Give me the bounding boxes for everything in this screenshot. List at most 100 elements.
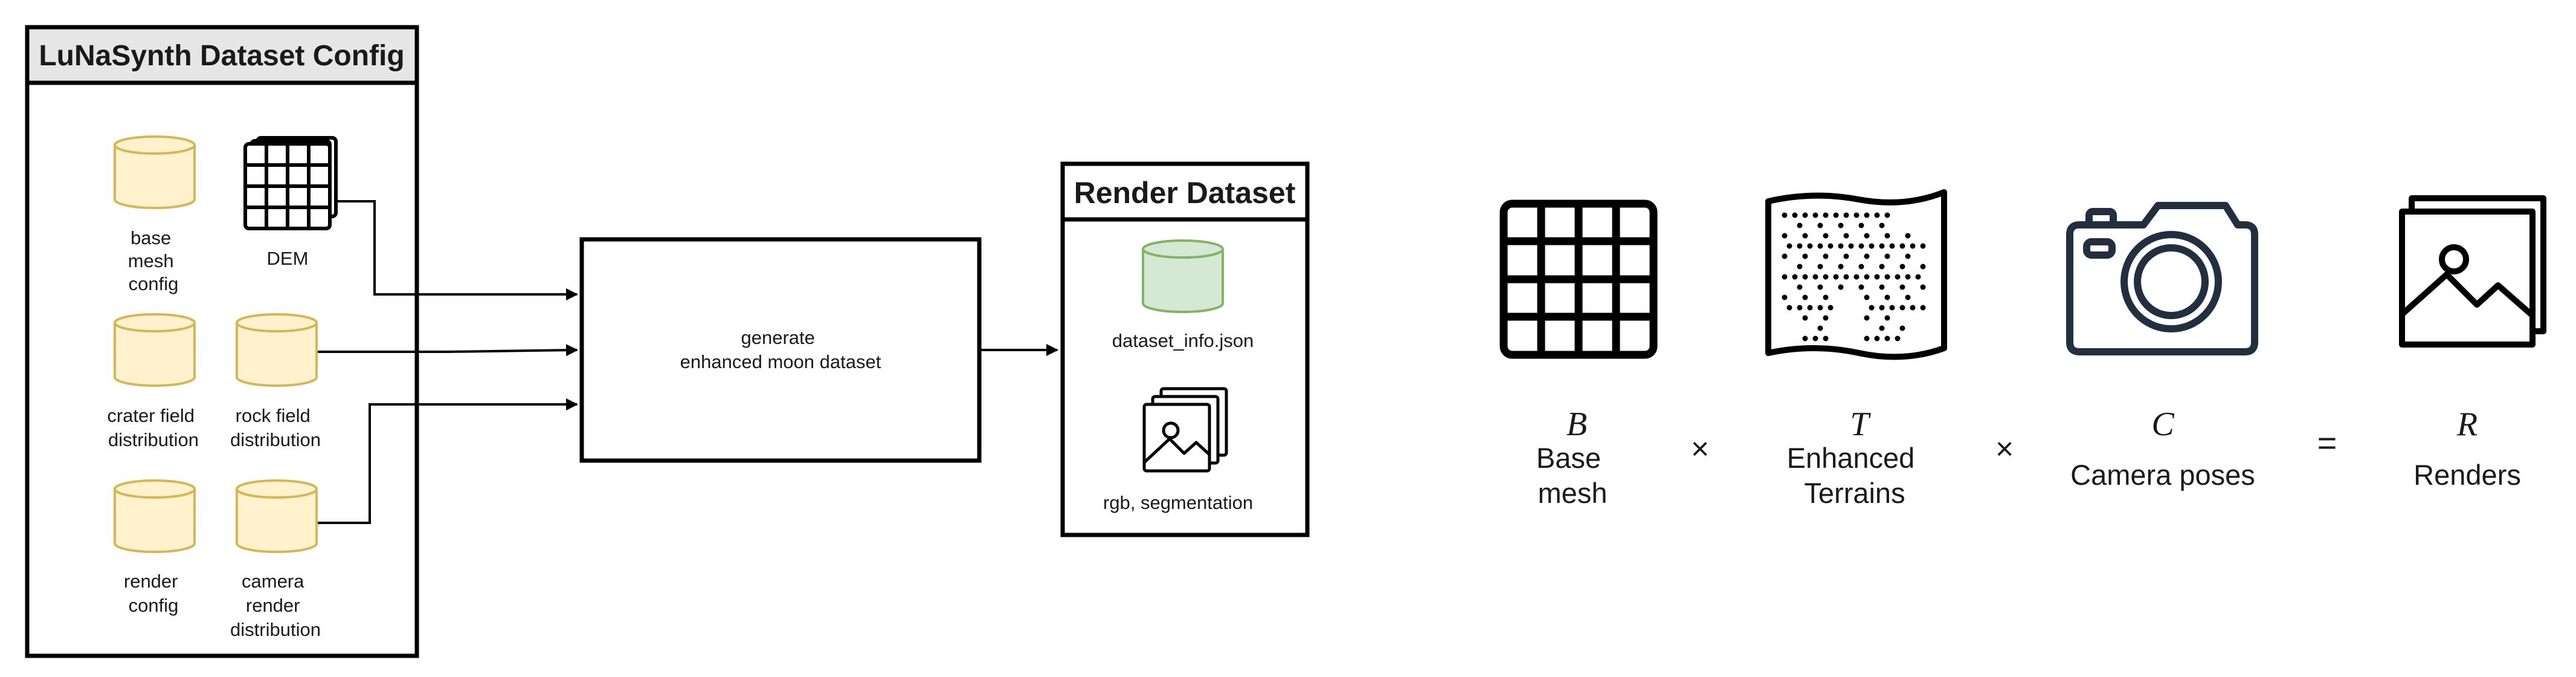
terrain-dot (1864, 212, 1870, 218)
terrain-dot (1915, 274, 1921, 280)
terrain-dot (1864, 335, 1870, 342)
terrain-dot (1797, 305, 1803, 311)
terrain-dot (1864, 315, 1870, 321)
terrain-dot (1884, 335, 1890, 342)
terrain-dot (1879, 325, 1885, 331)
terrain-dot (1802, 253, 1808, 259)
terrain-dot (1884, 233, 1890, 239)
terrain-dot (1786, 305, 1792, 311)
terrain-dot (1905, 253, 1911, 259)
terrain-dot (1817, 325, 1823, 331)
terrain-dot (1782, 253, 1788, 259)
terrain-dot (1864, 294, 1870, 300)
terrain-dot (1838, 284, 1844, 290)
base-mesh-label: Base mesh (1536, 442, 1609, 509)
terrain-dot (1879, 284, 1885, 290)
rock-field-database-icon (236, 313, 318, 387)
times-operator-1: × (1691, 432, 1709, 467)
terrain-dot (1879, 222, 1885, 228)
renders-label: Renders (2413, 459, 2521, 491)
terrain-dot (1869, 305, 1875, 311)
render-config-label: render config (124, 571, 183, 616)
times-operator-2: × (1995, 432, 2014, 467)
connectors (318, 200, 1058, 524)
crater-field-label: crater field distribution (107, 405, 199, 450)
terrain-dot (1802, 212, 1808, 218)
terrain-dot (1838, 222, 1844, 228)
terrain-dot (1843, 253, 1849, 259)
terrain-dot (1895, 335, 1901, 342)
symbol-r: R (2456, 406, 2478, 443)
rock-field-label: rock field distribution (230, 405, 321, 450)
terrain-dot (1920, 305, 1926, 311)
terrain-dot (1792, 212, 1798, 218)
terrain-dot (1920, 243, 1926, 249)
terrain-dot (1843, 212, 1849, 218)
terrain-dot (1879, 264, 1885, 270)
terrain-dot (1884, 294, 1890, 300)
terrain-dot (1920, 284, 1926, 290)
terrain-dot (1802, 315, 1808, 321)
generate-process-label: generate enhanced moon dataset (680, 327, 881, 372)
terrain-dot (1782, 294, 1788, 300)
render-dataset-panel: Render Dataset (1060, 161, 1310, 537)
grid-icon (1499, 199, 1658, 359)
terrain-dot (1879, 243, 1885, 249)
terrain-dot (1838, 243, 1844, 249)
terrain-dot (1905, 294, 1911, 300)
terrain-dot (1858, 222, 1864, 228)
dataset-info-database-icon (1142, 239, 1224, 313)
terrain-dot (1838, 264, 1844, 270)
generate-process-box: generate enhanced moon dataset (579, 237, 982, 463)
terrain-dot (1817, 305, 1823, 311)
terrain-dot (1864, 233, 1870, 239)
terrain-dot (1817, 222, 1823, 228)
terrain-dot (1889, 243, 1895, 249)
terrain-dot (1874, 212, 1880, 218)
render-config-database-icon (114, 479, 196, 553)
terrain-dot (1899, 325, 1905, 331)
terrain-dot (1802, 294, 1808, 300)
terrain-dot (1797, 264, 1803, 270)
terrain-dot (1899, 264, 1905, 270)
image-stack-small-icon (1142, 387, 1228, 473)
terrain-dot (1874, 335, 1880, 342)
terrain-dot (1823, 233, 1829, 239)
terrain-dot (1802, 233, 1808, 239)
camera-render-database-icon (236, 479, 318, 553)
terrain-dot (1812, 212, 1818, 218)
terrain-dot (1823, 294, 1829, 300)
config-panel-title: LuNaSynth Dataset Config (39, 40, 404, 72)
terrain-dot (1879, 305, 1885, 311)
terrain-dot (1853, 212, 1860, 218)
terrain-dot (1802, 274, 1808, 280)
terrain-dot (1812, 274, 1818, 280)
symbol-b: B (1567, 406, 1587, 443)
terrain-dot (1823, 274, 1829, 280)
terrain-dot (1889, 305, 1895, 311)
terrain-map-icon (1765, 189, 1947, 360)
terrain-dot (1823, 315, 1829, 321)
terrain-dot (1884, 212, 1890, 218)
terrain-dot (1848, 243, 1854, 249)
terrain-dot (1817, 264, 1823, 270)
symbol-t: T (1850, 406, 1871, 443)
image-stack-icon (2399, 195, 2546, 348)
terrain-dot (1792, 274, 1798, 280)
terrain-dot (1884, 274, 1890, 280)
terrain-dot (1833, 274, 1839, 280)
rock-field-connector (318, 344, 578, 357)
base-mesh-config-database-icon (114, 135, 196, 209)
terrain-dot (1823, 253, 1829, 259)
terrain-dot (1782, 274, 1788, 280)
terrain-dot (1827, 243, 1834, 249)
crater-field-database-icon (114, 313, 196, 387)
terrain-dot (1899, 284, 1905, 290)
terrain-dot (1920, 264, 1926, 270)
camera-icon (2066, 202, 2258, 355)
terrain-dot (1858, 243, 1864, 249)
terrain-dot (1869, 243, 1875, 249)
config-panel: LuNaSynth Dataset Config (25, 25, 419, 658)
dem-connector (336, 200, 578, 300)
